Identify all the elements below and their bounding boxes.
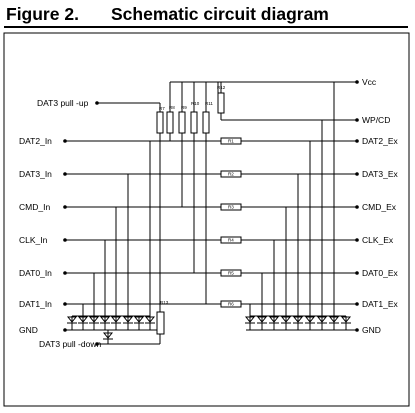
resistor-r13 bbox=[156, 311, 165, 335]
resistor-r4 bbox=[220, 236, 242, 244]
labels: Vcc WP/CD DAT3 pull -up DAT3 pull -down … bbox=[19, 77, 398, 349]
label-r2: R2 bbox=[228, 172, 234, 177]
resistor-r1 bbox=[220, 137, 242, 145]
dat3-ex-label: DAT3_Ex bbox=[362, 169, 398, 179]
pulldown-diode bbox=[102, 332, 114, 340]
resistor-r2 bbox=[220, 170, 242, 178]
terminal-dots bbox=[63, 80, 359, 346]
gnd-left-label: GND bbox=[19, 325, 38, 335]
cmd-ex-label: CMD_Ex bbox=[362, 202, 397, 212]
resistor-boxes bbox=[156, 92, 242, 335]
resistor-r9 bbox=[178, 111, 186, 134]
resistor-r5 bbox=[220, 269, 242, 277]
dat2-ex-label: DAT2_Ex bbox=[362, 136, 398, 146]
label-r5: R5 bbox=[228, 271, 234, 276]
resistor-r6 bbox=[220, 300, 242, 308]
label-r7: R7 bbox=[159, 106, 165, 111]
cmd-in-label: CMD_In bbox=[19, 202, 50, 212]
resistor-r3 bbox=[220, 203, 242, 211]
resistor-r8 bbox=[166, 111, 174, 134]
label-r9: R9 bbox=[181, 105, 187, 110]
label-r3: R3 bbox=[228, 205, 234, 210]
figure-number: Figure 2. bbox=[6, 4, 79, 24]
dat0-in-label: DAT0_In bbox=[19, 268, 52, 278]
dat0-ex-label: DAT0_Ex bbox=[362, 268, 398, 278]
dat3-in-label: DAT3_In bbox=[19, 169, 52, 179]
figure-caption: Schematic circuit diagram bbox=[111, 4, 329, 24]
dat3-pullup-label: DAT3 pull -up bbox=[37, 98, 89, 108]
label-r11: R11 bbox=[205, 101, 213, 106]
clk-in-label: CLK_In bbox=[19, 235, 48, 245]
dat1-ex-label: DAT1_Ex bbox=[362, 299, 398, 309]
label-r6: R6 bbox=[228, 302, 234, 307]
diode-array-right bbox=[244, 316, 352, 324]
gnd-right-label: GND bbox=[362, 325, 381, 335]
dat1-in-label: DAT1_In bbox=[19, 299, 52, 309]
resistor-r10 bbox=[190, 111, 198, 134]
resistor-labels: R7 R8 R9 R10 R11 R12 R13 R1 R2 R3 R4 R5 … bbox=[159, 85, 234, 307]
title-rule bbox=[4, 26, 408, 28]
dat2-in-label: DAT2_In bbox=[19, 136, 52, 146]
vcc-label: Vcc bbox=[362, 77, 377, 87]
label-r13: R13 bbox=[160, 300, 169, 305]
diode-array-left bbox=[66, 316, 156, 340]
label-r10: R10 bbox=[191, 101, 200, 106]
label-r4: R4 bbox=[228, 238, 234, 243]
label-r12: R12 bbox=[217, 85, 226, 90]
wires bbox=[65, 81, 357, 345]
diagram-border bbox=[3, 32, 410, 407]
label-r1: R1 bbox=[228, 139, 234, 144]
dat3-pulldown-label: DAT3 pull -down bbox=[39, 339, 101, 349]
clk-ex-label: CLK_Ex bbox=[362, 235, 394, 245]
resistor-r11 bbox=[202, 111, 210, 134]
wp-cd-label: WP/CD bbox=[362, 115, 390, 125]
resistor-r7 bbox=[156, 111, 164, 134]
resistor-r12 bbox=[217, 92, 225, 114]
label-r8: R8 bbox=[169, 105, 175, 110]
figure-title: Figure 2. Schematic circuit diagram bbox=[4, 2, 409, 26]
